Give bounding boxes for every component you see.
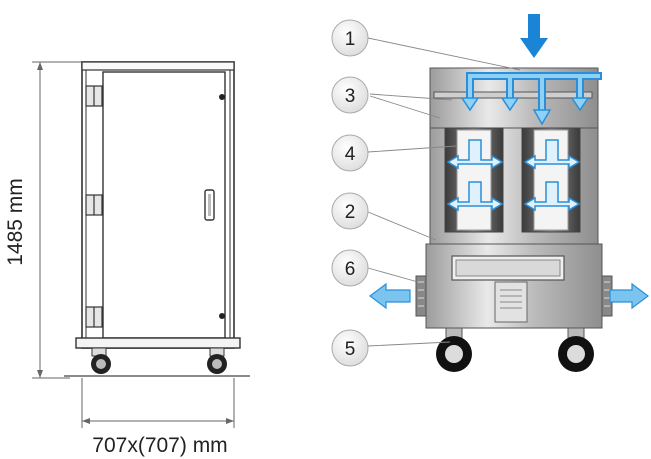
hinge-icon	[85, 85, 103, 328]
door-latch-top	[219, 94, 225, 100]
cabinet-cutaway-view: 1 3 4 2 6 5	[331, 14, 649, 372]
cabinet-base	[75, 337, 241, 349]
airflow-arrow-icon	[369, 14, 649, 310]
callout-5: 5	[331, 329, 369, 367]
callout-label: 1	[345, 29, 356, 50]
width-dimension	[81, 378, 235, 428]
callout-6: 6	[331, 249, 369, 287]
callout-2: 2	[331, 192, 369, 230]
callout-label: 6	[345, 259, 356, 280]
callout-1: 1	[331, 19, 369, 57]
footprint-label: 707x(707) mm	[92, 434, 227, 457]
cabinet-top-rail	[81, 61, 235, 71]
caster-wheel-icon	[436, 327, 594, 372]
callout-4: 4	[331, 134, 369, 172]
side-vent-left	[415, 275, 427, 317]
fan-motor-icon	[494, 281, 528, 323]
callout-leaders	[367, 37, 521, 347]
callout-label: 2	[345, 202, 356, 223]
callout-3: 3	[331, 76, 369, 114]
callout-label: 4	[345, 144, 356, 165]
callout-label: 3	[345, 86, 356, 107]
door-latch-bottom	[219, 313, 225, 319]
cabinet-front-view: 1485 mm 707x(707) mm	[4, 61, 250, 457]
height-label: 1485 mm	[4, 178, 27, 266]
caster-wheel-icon	[91, 347, 227, 374]
callout-label: 5	[345, 339, 356, 360]
